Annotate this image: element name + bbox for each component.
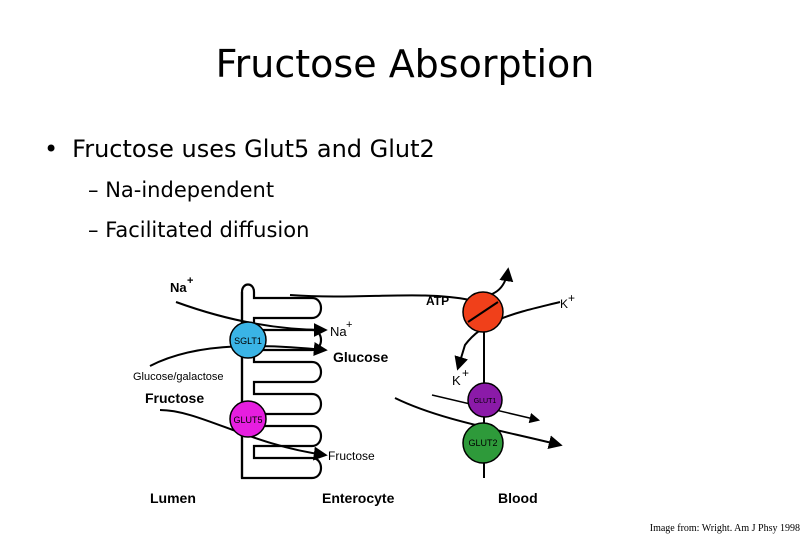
bullet-text: Fructose uses Glut5 and Glut2 [72, 135, 435, 163]
glucose-cell-label: Glucose [333, 349, 388, 365]
k-cell-charge: + [462, 366, 469, 380]
sub-bullet-1: – Na-independent [88, 178, 274, 202]
atp-pump-stripe [467, 301, 499, 323]
enterocyte-label: Enterocyte [322, 490, 395, 506]
atp-label: ATP [426, 294, 449, 308]
slide-title: Fructose Absorption [215, 42, 595, 86]
k-blood-label: K [560, 297, 568, 311]
lumen-label: Lumen [150, 490, 196, 506]
na-lumen-label: Na [170, 280, 187, 295]
main-bullet: • Fructose uses Glut5 and Glut2 [44, 135, 435, 163]
glucose-galactose-label: Glucose/galactose [133, 371, 224, 383]
glut5-transporter [229, 400, 267, 438]
fructose-cell-label: Fructose [328, 449, 375, 463]
fructose-lumen-arrow [159, 409, 328, 461]
image-credit: Image from: Wright. Am J Phsy 1998 [649, 523, 800, 534]
apical-membrane [240, 283, 323, 480]
glut2-transporter [462, 422, 504, 464]
k-blood-charge: + [568, 291, 575, 305]
sub-bullet-2-text: Facilitated diffusion [105, 218, 310, 242]
sglt1-transporter [229, 321, 267, 359]
sub-marker-1: – [88, 178, 99, 202]
fructose-lumen-label: Fructose [145, 390, 204, 406]
na-cell-label: Na [330, 324, 347, 339]
na-out-arrow [289, 267, 514, 302]
na-lumen-charge: + [187, 275, 193, 287]
basolateral-exit-arrow [394, 397, 563, 450]
glut5-label: GLUT5 [233, 415, 262, 425]
glut1-transporter [467, 382, 503, 418]
glut2-label: GLUT2 [468, 438, 497, 448]
glut1-label: GLUT1 [474, 398, 497, 405]
sub-marker-2: – [88, 218, 99, 242]
sub-bullet-2: – Facilitated diffusion [88, 218, 309, 242]
blood-label: Blood [498, 490, 538, 506]
k-cell-label: K [452, 373, 461, 388]
na-cell-charge: + [346, 319, 352, 331]
bullet-marker: • [44, 135, 59, 163]
sub-bullet-1-text: Na-independent [105, 178, 275, 202]
sglt1-label: SGLT1 [234, 336, 262, 346]
